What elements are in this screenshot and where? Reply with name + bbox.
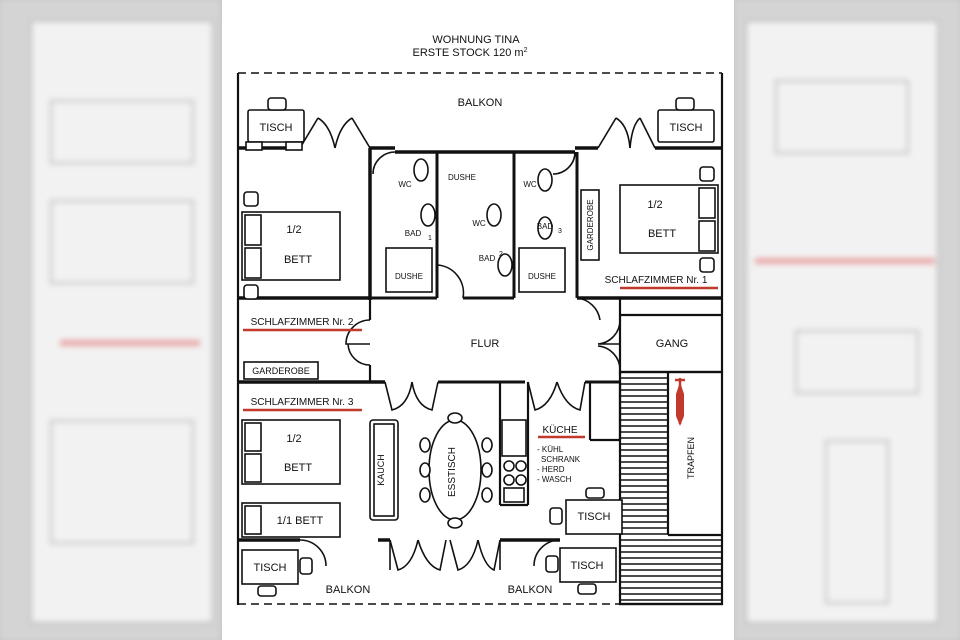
label-tisch-bl: TISCH xyxy=(254,562,287,574)
label-schlafzimmer-2: SCHLAFZIMMER Nr. 2 xyxy=(251,317,354,328)
label-bad-1: BAD xyxy=(405,229,422,238)
label-bad-3-num: 3 xyxy=(558,228,562,235)
label-bed2-bett: BETT xyxy=(284,254,312,266)
label-dushe-1: DUSHE xyxy=(395,272,423,281)
label-bad-1-num: 1 xyxy=(428,235,432,242)
label-garderobe-left: GARDEROBE xyxy=(252,366,310,376)
label-kueche: KÜCHE xyxy=(542,424,577,436)
label-bed1-half: 1/2 xyxy=(647,199,662,211)
label-bad-2: BAD xyxy=(479,254,496,263)
label-schlafzimmer-3: SCHLAFZIMMER Nr. 3 xyxy=(251,397,354,408)
label-herd: - HERD xyxy=(537,465,565,474)
label-wc-3: WC xyxy=(523,180,537,189)
label-gang: GANG xyxy=(656,338,688,350)
label-bad-3: BAD xyxy=(537,222,554,231)
label-kuehl: - KÜHL xyxy=(537,445,564,454)
label-schlafzimmer-1: SCHLAFZIMMER Nr. 1 xyxy=(605,275,708,286)
label-balkon-br: BALKON xyxy=(508,584,553,596)
label-bed3-bett: BETT xyxy=(284,462,312,474)
label-balkon-top: BALKON xyxy=(458,97,503,109)
label-balkon-bl: BALKON xyxy=(326,584,371,596)
label-bed3-half: 1/2 xyxy=(286,433,301,445)
label-wc-2: WC xyxy=(472,219,486,228)
walls xyxy=(236,72,724,606)
doors xyxy=(299,117,656,572)
label-bad-2-num: 2 xyxy=(499,251,503,258)
label-tisch-tl: TISCH xyxy=(260,122,293,134)
stair-treads xyxy=(620,377,722,601)
label-dushe-top: DUSHE xyxy=(448,173,476,182)
label-bed3-single: 1/1 BETT xyxy=(277,515,324,527)
label-tisch-br: TISCH xyxy=(571,560,604,572)
label-wasch: - WASCH xyxy=(537,475,572,484)
label-flur: FLUR xyxy=(471,338,500,350)
label-kauch: KAUCH xyxy=(376,454,386,486)
label-wc-1: WC xyxy=(398,180,412,189)
stair-arrow xyxy=(676,382,684,426)
furniture xyxy=(241,97,719,597)
blurred-background-right xyxy=(735,0,960,640)
label-tisch-kitchen: TISCH xyxy=(578,511,611,523)
blurred-background-left xyxy=(0,0,220,640)
label-tisch-tr: TISCH xyxy=(670,122,703,134)
label-bed2-half: 1/2 xyxy=(286,224,301,236)
label-bed1-bett: BETT xyxy=(648,228,676,240)
label-dushe-3: DUSHE xyxy=(528,272,556,281)
label-garderobe-right: GARDEROBE xyxy=(586,199,595,250)
title-line1: WOHNUNG TINA xyxy=(432,34,520,46)
label-esstisch: ESSTISCH xyxy=(447,447,458,497)
title-line2: ERSTE STOCK 120 m2 xyxy=(413,47,528,59)
label-schrank: SCHRANK xyxy=(541,455,581,464)
label-trapfen: TRAPFEN xyxy=(686,437,696,479)
